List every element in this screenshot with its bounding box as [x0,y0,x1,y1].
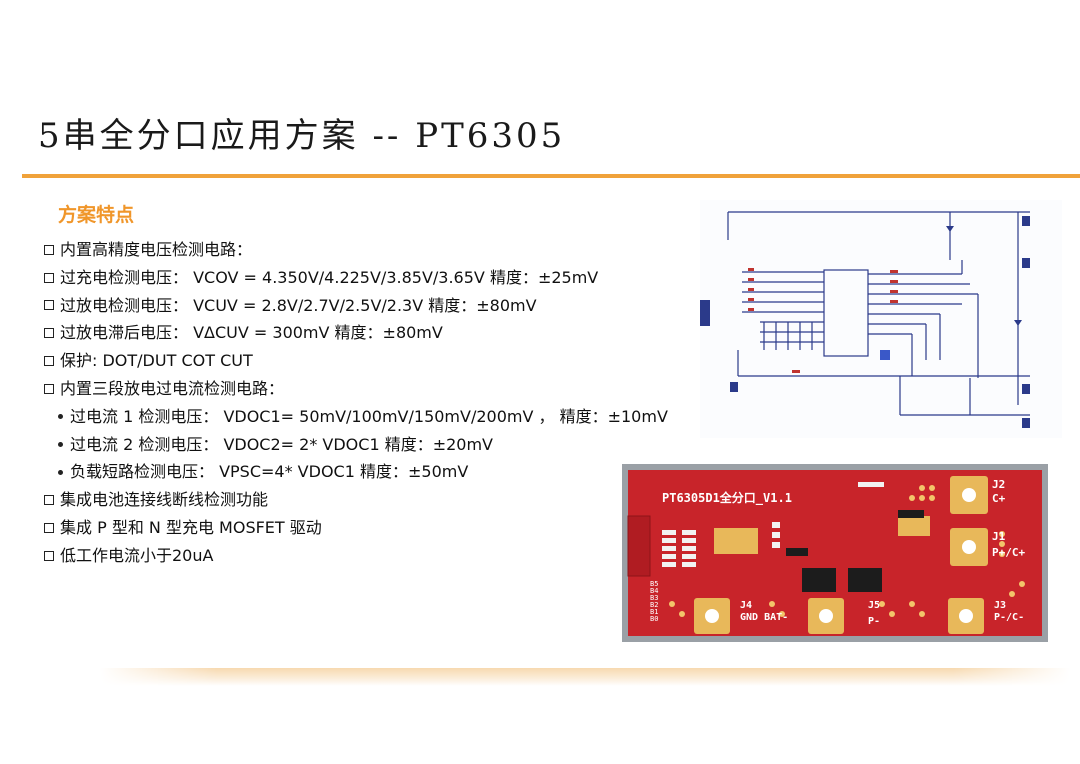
feature-item: 过充电检测电压： VCOV = 4.350V/4.225V/3.85V/3.65… [44,264,724,292]
square-bullet-icon [44,383,54,394]
feature-subitem: 负载短路检测电压： VPSC=4* VDOC1 精度：±50mV [44,458,724,486]
pcb-side-label: B3 [650,594,658,602]
feature-subitem: 过电流 2 检测电压： VDOC2= 2* VDOC1 精度：±20mV [44,431,724,459]
pcb-connector-label: C+ [992,492,1006,505]
feature-item: 内置三段放电过电流检测电路： [44,375,724,403]
pcb-connector-id: J2 [992,478,1005,491]
feature-text: 过放电检测电压： VCUV = 2.8V/2.7V/2.5V/2.3V 精度：±… [60,295,537,315]
dot-bullet-icon [58,414,63,420]
pcb-connector-label: GND BAT- [740,612,788,623]
feature-item: 集成 P 型和 N 型充电 MOSFET 驱动 [44,514,724,542]
feature-text: 内置三段放电过电流检测电路： [60,378,285,398]
pcb-drawing: PT6305D1全分口_V1.1 J2 C+ J1 P+/C+ J4 GND B… [627,470,1042,636]
pcb-side-label: B4 [650,587,658,595]
feature-item: 保护: DOT/DUT COT CUT [44,347,724,375]
square-bullet-icon [44,244,54,255]
feature-item: 过放电检测电压： VCUV = 2.8V/2.7V/2.5V/2.3V 精度：±… [44,292,724,320]
square-bullet-icon [44,550,54,561]
feature-text: 过放电滞后电压： VΔCUV = 300mV 精度：±80mV [60,323,443,343]
pcb-board-image: PT6305D1全分口_V1.1 J2 C+ J1 P+/C+ J4 GND B… [622,464,1048,642]
square-bullet-icon [44,272,54,283]
feature-text: 过电流 2 检测电压： VDOC2= 2* VDOC1 精度：±20mV [70,434,494,454]
feature-text: 保护: DOT/DUT COT CUT [60,351,253,371]
slide-title: 5串全分口应用方案 -- PT6305 [38,116,566,156]
pcb-connector-id: J5 [868,600,880,611]
feature-subitem: 过电流 1 检测电压： VDOC1= 50mV/100mV/150mV/200m… [44,403,724,431]
footer-shadow-band [100,668,1070,686]
pcb-board-label: PT6305D1全分口_V1.1 [662,490,792,506]
pcb-connector-id: J1 [992,530,1006,543]
square-bullet-icon [44,356,54,367]
pcb-side-label: B1 [650,608,658,616]
square-bullet-icon [44,522,54,533]
square-bullet-icon [44,328,54,339]
pcb-connector-id: J4 [740,600,752,611]
dot-bullet-icon [58,469,63,475]
feature-text: 集成 P 型和 N 型充电 MOSFET 驱动 [60,517,322,537]
feature-text: 低工作电流小于20uA [60,545,214,565]
feature-text: 集成电池连接线断线检测功能 [60,490,269,510]
square-bullet-icon [44,495,54,506]
dot-bullet-icon [58,441,63,447]
schematic-drawing [700,211,1030,428]
square-bullet-icon [44,300,54,311]
pcb-connector-id: J3 [994,600,1006,611]
pcb-side-label: B5 [650,580,658,588]
feature-text: 过电流 1 检测电压： VDOC1= 50mV/100mV/150mV/200m… [70,406,668,426]
title-divider [22,174,1080,178]
feature-text: 过充电检测电压： VCOV = 4.350V/4.225V/3.85V/3.65… [60,267,599,287]
section-heading: 方案特点 [58,204,135,226]
pcb-side-label: B0 [650,615,658,623]
feature-item: 集成电池连接线断线检测功能 [44,486,724,514]
feature-item: 内置高精度电压检测电路： [44,236,724,264]
feature-text: 内置高精度电压检测电路： [60,240,253,259]
pcb-connector-label: P- [868,616,880,627]
pcb-connector-label: P+/C+ [992,546,1025,559]
pcb-connector-label: P-/C- [994,612,1024,623]
feature-text: 负载短路检测电压： VPSC=4* VDOC1 精度：±50mV [70,462,469,482]
feature-item: 低工作电流小于20uA [44,542,724,570]
feature-list: 内置高精度电压检测电路： 过充电检测电压： VCOV = 4.350V/4.22… [44,236,724,570]
circuit-schematic-image [700,200,1062,438]
feature-item: 过放电滞后电压： VΔCUV = 300mV 精度：±80mV [44,319,724,347]
pcb-side-label: B2 [650,601,658,609]
